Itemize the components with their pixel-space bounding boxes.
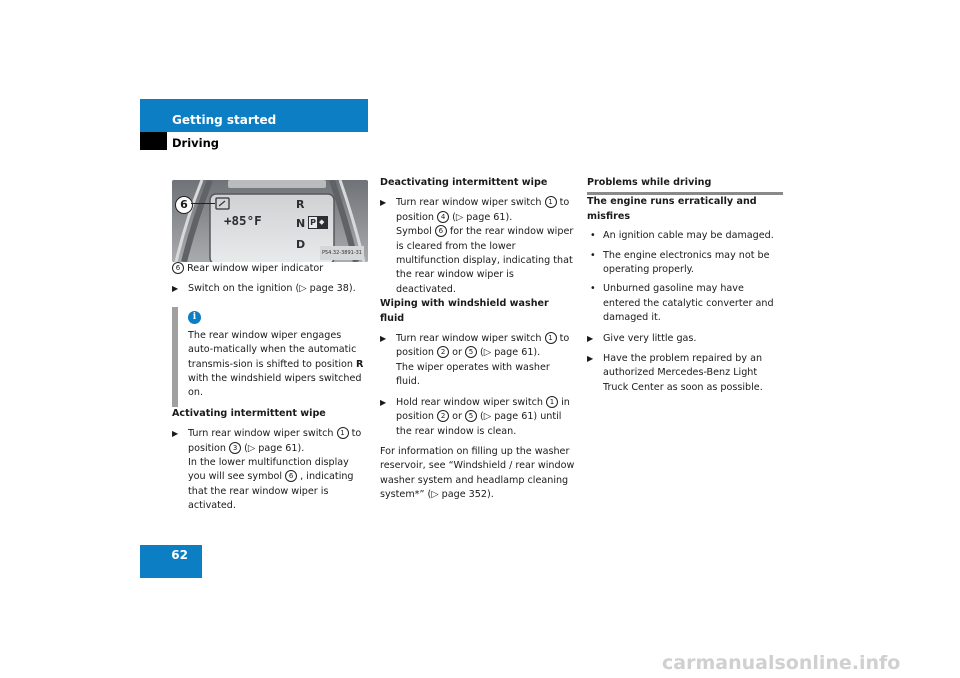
info-text: The rear window wiper engages auto-matic…: [188, 329, 364, 399]
heading-problems: Problems while driving: [587, 176, 783, 196]
info-icon: i: [188, 310, 201, 324]
arrow-icon: ▶: [587, 333, 594, 343]
column-3: Problems while driving The engine runs e…: [587, 176, 783, 395]
heading-washer: Wiping with windshield washer fluid: [380, 298, 549, 324]
page-number-box: 62: [140, 545, 202, 578]
callout-line: [191, 203, 215, 204]
heading-deactivating: Deactivating intermittent wipe: [380, 177, 548, 188]
gear-d: D: [296, 238, 306, 251]
step-repair: ▶Have the problem repaired by an authori…: [587, 353, 763, 393]
step-hold: ▶Hold rear window wiper switch 1 in posi…: [380, 395, 570, 437]
watermark: carmanualsonline.info: [662, 652, 901, 674]
arrow-icon: ▶: [380, 397, 387, 407]
bullet-icon: •: [590, 283, 596, 295]
list-item: •Unburned gasoline may have entered the …: [590, 283, 774, 324]
step-deactivate: ▶Turn rear window wiper switch 1 to posi…: [380, 196, 570, 223]
arrow-icon: ▶: [380, 334, 387, 344]
list-item: •An ignition cable may be damaged.: [587, 229, 783, 243]
bullet-icon: •: [590, 249, 596, 261]
page-number: 62: [171, 548, 188, 562]
header-bar: [140, 99, 368, 132]
instrument-cluster-figure: 6 +85°F R N P ◆ D P54.32-3891-31: [172, 180, 368, 262]
step-gas: ▶Give very little gas.: [587, 332, 783, 346]
gear-selector-indicator: P ◆: [308, 216, 328, 229]
instrument-cluster-illustration: [172, 180, 368, 262]
gear-n: N: [296, 217, 306, 230]
section-title: Getting started: [172, 113, 277, 127]
column-2: Deactivating intermittent wipe ▶Turn rea…: [380, 176, 576, 503]
step-washer: ▶Turn rear window wiper switch 1 to posi…: [380, 332, 570, 359]
washer-result: The wiper operates with washer fluid.: [396, 361, 550, 388]
subsection-title: Driving: [172, 136, 220, 150]
deactivate-result: Symbol 6 for the rear window wiper is cl…: [396, 225, 574, 295]
list-item: •The engine electronics may not be opera…: [590, 249, 770, 276]
arrow-icon: ▶: [172, 429, 179, 439]
heading-activating: Activating intermittent wipe: [172, 407, 326, 419]
washer-reservoir-info: For information on filling up the washer…: [380, 445, 575, 501]
callout-number: 6: [172, 262, 184, 274]
subheading-engine: The engine runs erratically and misfires: [587, 196, 757, 222]
figure-caption: 6 Rear window wiper indicator: [172, 262, 368, 276]
gear-r: R: [296, 198, 305, 211]
activate-result: In the lower multifunction display you w…: [188, 457, 354, 512]
temperature-readout: +85°F: [224, 213, 262, 228]
figure-code: P54.32-3891-31: [319, 245, 364, 260]
arrow-icon: ▶: [380, 198, 387, 208]
callout-6: 6: [175, 196, 193, 214]
column-1: 6 +85°F R N P ◆ D P54.32-3891-31 6 Rear …: [172, 180, 368, 514]
step-activate: ▶Turn rear window wiper switch 1 to posi…: [172, 427, 362, 454]
info-box: i The rear window wiper engages auto-mat…: [172, 306, 368, 407]
bullet-icon: •: [590, 230, 596, 242]
header-marker: [140, 132, 167, 150]
arrow-icon: ▶: [587, 354, 594, 364]
step-ignition: ▶Switch on the ignition (▷ page 38).: [172, 282, 368, 296]
arrow-icon: ▶: [172, 284, 179, 294]
